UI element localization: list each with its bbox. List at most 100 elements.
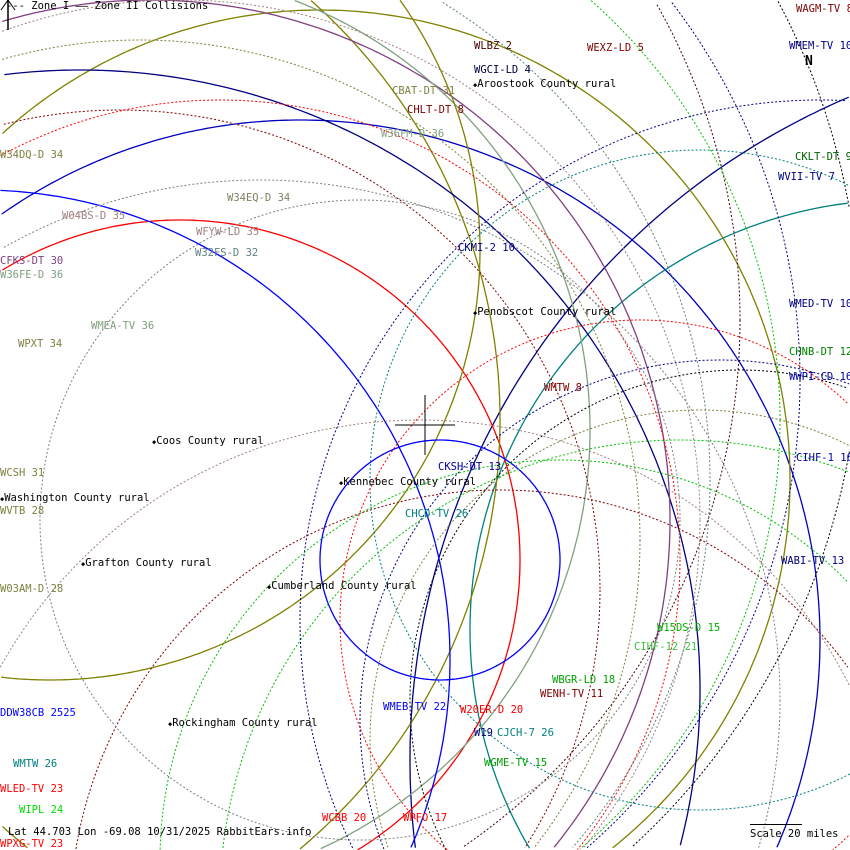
place-name: Coos County rural	[156, 435, 264, 447]
station-label[interactable]: CBAT-DT 31	[392, 85, 456, 97]
place-marker-icon: ◆	[168, 720, 173, 728]
station-label[interactable]: WLBZ 2	[474, 40, 512, 52]
footer-coordinates: Lat 44.703 Lon -69.08 10/31/2025 RabbitE…	[8, 826, 312, 838]
station-label[interactable]: WCBB 20	[322, 812, 367, 824]
place-marker-icon: ◆	[473, 81, 478, 89]
zone2-contour	[2, 0, 671, 848]
zone1-contour	[39, 199, 681, 841]
station-label[interactable]: CFKS-DT 30	[0, 255, 64, 267]
place-name: Aroostook County rural	[477, 78, 617, 90]
station-label[interactable]: WVTB 28	[0, 505, 45, 517]
station-label[interactable]: CKMI-2 10	[458, 242, 515, 254]
place-marker-icon: ◆	[267, 583, 272, 591]
zone1-contour	[632, 1, 850, 847]
place-name: Kennebec County rural	[343, 476, 476, 488]
station-label[interactable]: W19	[474, 727, 493, 739]
station-label[interactable]: WPXG-TV 23	[0, 838, 64, 850]
zone2-contour	[319, 439, 561, 681]
zone1-contour	[369, 149, 850, 811]
station-label[interactable]: WMTW 8	[544, 382, 582, 394]
station-label[interactable]: WPXT 34	[18, 338, 63, 350]
station-label[interactable]: CJCH-7 26	[497, 727, 554, 739]
zone2-contour	[1, 0, 481, 681]
station-label[interactable]: W04BS-D 35	[62, 210, 126, 222]
zone1-contour	[579, 0, 781, 850]
station-label[interactable]: WPFO 17	[403, 812, 448, 824]
place-name: Penobscot County rural	[477, 306, 617, 318]
zone1-contour	[369, 409, 850, 848]
station-label[interactable]: W36FM-D 36	[381, 128, 445, 140]
station-label[interactable]: WFYW-LD 35	[196, 226, 260, 238]
zone1-contour	[442, 2, 711, 848]
place-label: ◆Aroostook County rural	[473, 78, 616, 91]
station-label[interactable]: CHCO-TV 26	[405, 508, 469, 520]
station-label[interactable]: WIPL 24	[19, 804, 64, 816]
station-label[interactable]: WMEA-TV 36	[91, 320, 155, 332]
station-label[interactable]: WGCI-LD 4	[474, 64, 531, 76]
station-label[interactable]: WWPI-CD 16	[789, 371, 850, 383]
station-label[interactable]: CKSH-DT 13	[438, 461, 502, 473]
station-label[interactable]: W34DQ-D 34	[0, 149, 64, 161]
zone1-contour	[1, 0, 701, 848]
station-label[interactable]: WMEM-TV 10	[789, 40, 850, 52]
legend-zone1: --- Zone I	[6, 0, 70, 12]
place-name: Washington County rural	[4, 492, 150, 504]
station-label[interactable]: WMED-TV 10	[789, 298, 850, 310]
station-label[interactable]: WGME-TV 15	[484, 757, 548, 769]
place-marker-icon: ◆	[0, 495, 5, 503]
place-marker-icon: ◆	[339, 479, 344, 487]
place-label: ◆Washington County rural	[0, 492, 150, 505]
station-label[interactable]: W20ER-D 20	[460, 704, 524, 716]
station-label[interactable]: WMEB-TV 22	[383, 701, 447, 713]
zone1-contour	[0, 99, 681, 850]
station-label[interactable]: WBGR-LD 18	[552, 674, 616, 686]
station-label[interactable]: CHNB-DT 12	[789, 346, 850, 358]
station-label[interactable]: WCSH 31	[0, 467, 45, 479]
zone1-contour	[339, 319, 849, 850]
zone1-contour	[2, 39, 641, 849]
zone2-contour	[409, 96, 849, 848]
station-label[interactable]: W36FE-D 36	[0, 269, 64, 281]
station-label[interactable]: W03AM-D 28	[0, 583, 64, 595]
place-marker-icon: ◆	[152, 438, 157, 446]
zone2-contour	[0, 189, 451, 848]
place-marker-icon: ◆	[473, 309, 478, 317]
zone2-contour	[2, 219, 521, 850]
place-name: Rockingham County rural	[172, 717, 318, 729]
station-label[interactable]: WABI-TV 13	[781, 555, 845, 567]
place-label: ◆Grafton County rural	[81, 557, 212, 570]
station-label[interactable]: W32FS-D 32	[195, 247, 259, 259]
zone2-contour	[1, 119, 821, 848]
station-label[interactable]: CHLT-DT 8	[407, 104, 464, 116]
zone1-contour	[222, 439, 849, 848]
legend: --- Zone I —— Zone II Collisions	[6, 0, 208, 12]
station-label[interactable]: CIHF-1 16	[796, 452, 850, 464]
zone1-contour	[0, 419, 850, 687]
station-label[interactable]: WVII-TV 7	[778, 171, 835, 183]
station-label[interactable]: DDW38CB 2525	[0, 707, 76, 719]
place-name: Grafton County rural	[85, 557, 212, 569]
north-label: N	[805, 54, 813, 69]
station-label[interactable]: WLED-TV 23	[0, 783, 64, 795]
place-marker-icon: ◆	[81, 560, 86, 568]
station-label[interactable]: WEXZ-LD 5	[587, 42, 644, 54]
station-label[interactable]: W15DS-D 15	[657, 622, 721, 634]
place-name: Cumberland County rural	[271, 580, 417, 592]
place-label: ◆Coos County rural	[152, 435, 264, 448]
scale-bar	[750, 824, 802, 825]
zone2-contour	[299, 0, 501, 850]
station-label[interactable]: CKLT-DT 9	[795, 151, 850, 163]
station-label[interactable]: W34EQ-D 34	[227, 192, 291, 204]
zone1-contour	[3, 109, 601, 849]
station-label[interactable]: WMTW 26	[13, 758, 58, 770]
station-label[interactable]: WAGM-TV 8	[796, 3, 850, 15]
station-label[interactable]: CIHF-12 21	[634, 641, 698, 653]
north-arrow-icon	[0, 0, 16, 30]
place-label: ◆Kennebec County rural	[339, 476, 476, 489]
station-label[interactable]: WENH-TV 11	[540, 688, 604, 700]
zone2-contour	[4, 69, 701, 846]
zone1-contour	[299, 99, 848, 849]
zone1-contour	[409, 369, 848, 850]
